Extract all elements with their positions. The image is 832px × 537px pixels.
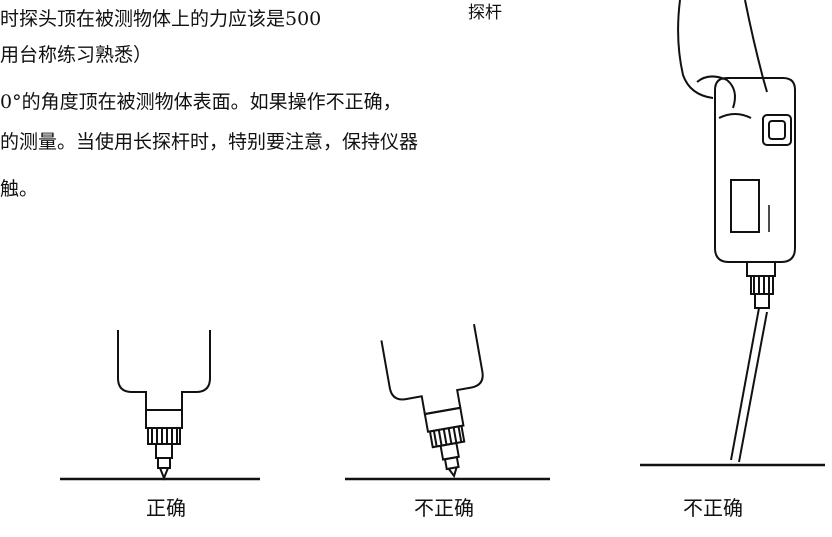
probe-rod-label: 探杆 (468, 3, 502, 23)
text-line-4: 的测量。当使用长探杆时，特别要注意，保持仪器 (0, 131, 419, 153)
caption-correct: 正确 (146, 496, 186, 520)
caption-incorrect-long-rod: 不正确 (683, 496, 743, 520)
text-line-3: 0°的角度顶在被测物体表面。如果操作不正确， (0, 91, 402, 113)
probe-incorrect-tilted-illustration (345, 323, 550, 481)
text-line-2: 用台称练习熟悉） (0, 44, 153, 66)
caption-incorrect-tilted: 不正确 (414, 496, 474, 520)
probe-correct-illustration (60, 330, 260, 481)
text-line-5: 触。 (0, 178, 39, 200)
probe-long-rod-hand-illustration (640, 0, 825, 467)
text-line-1: 时探头顶在被测物体上的力应该是500 (0, 8, 322, 30)
